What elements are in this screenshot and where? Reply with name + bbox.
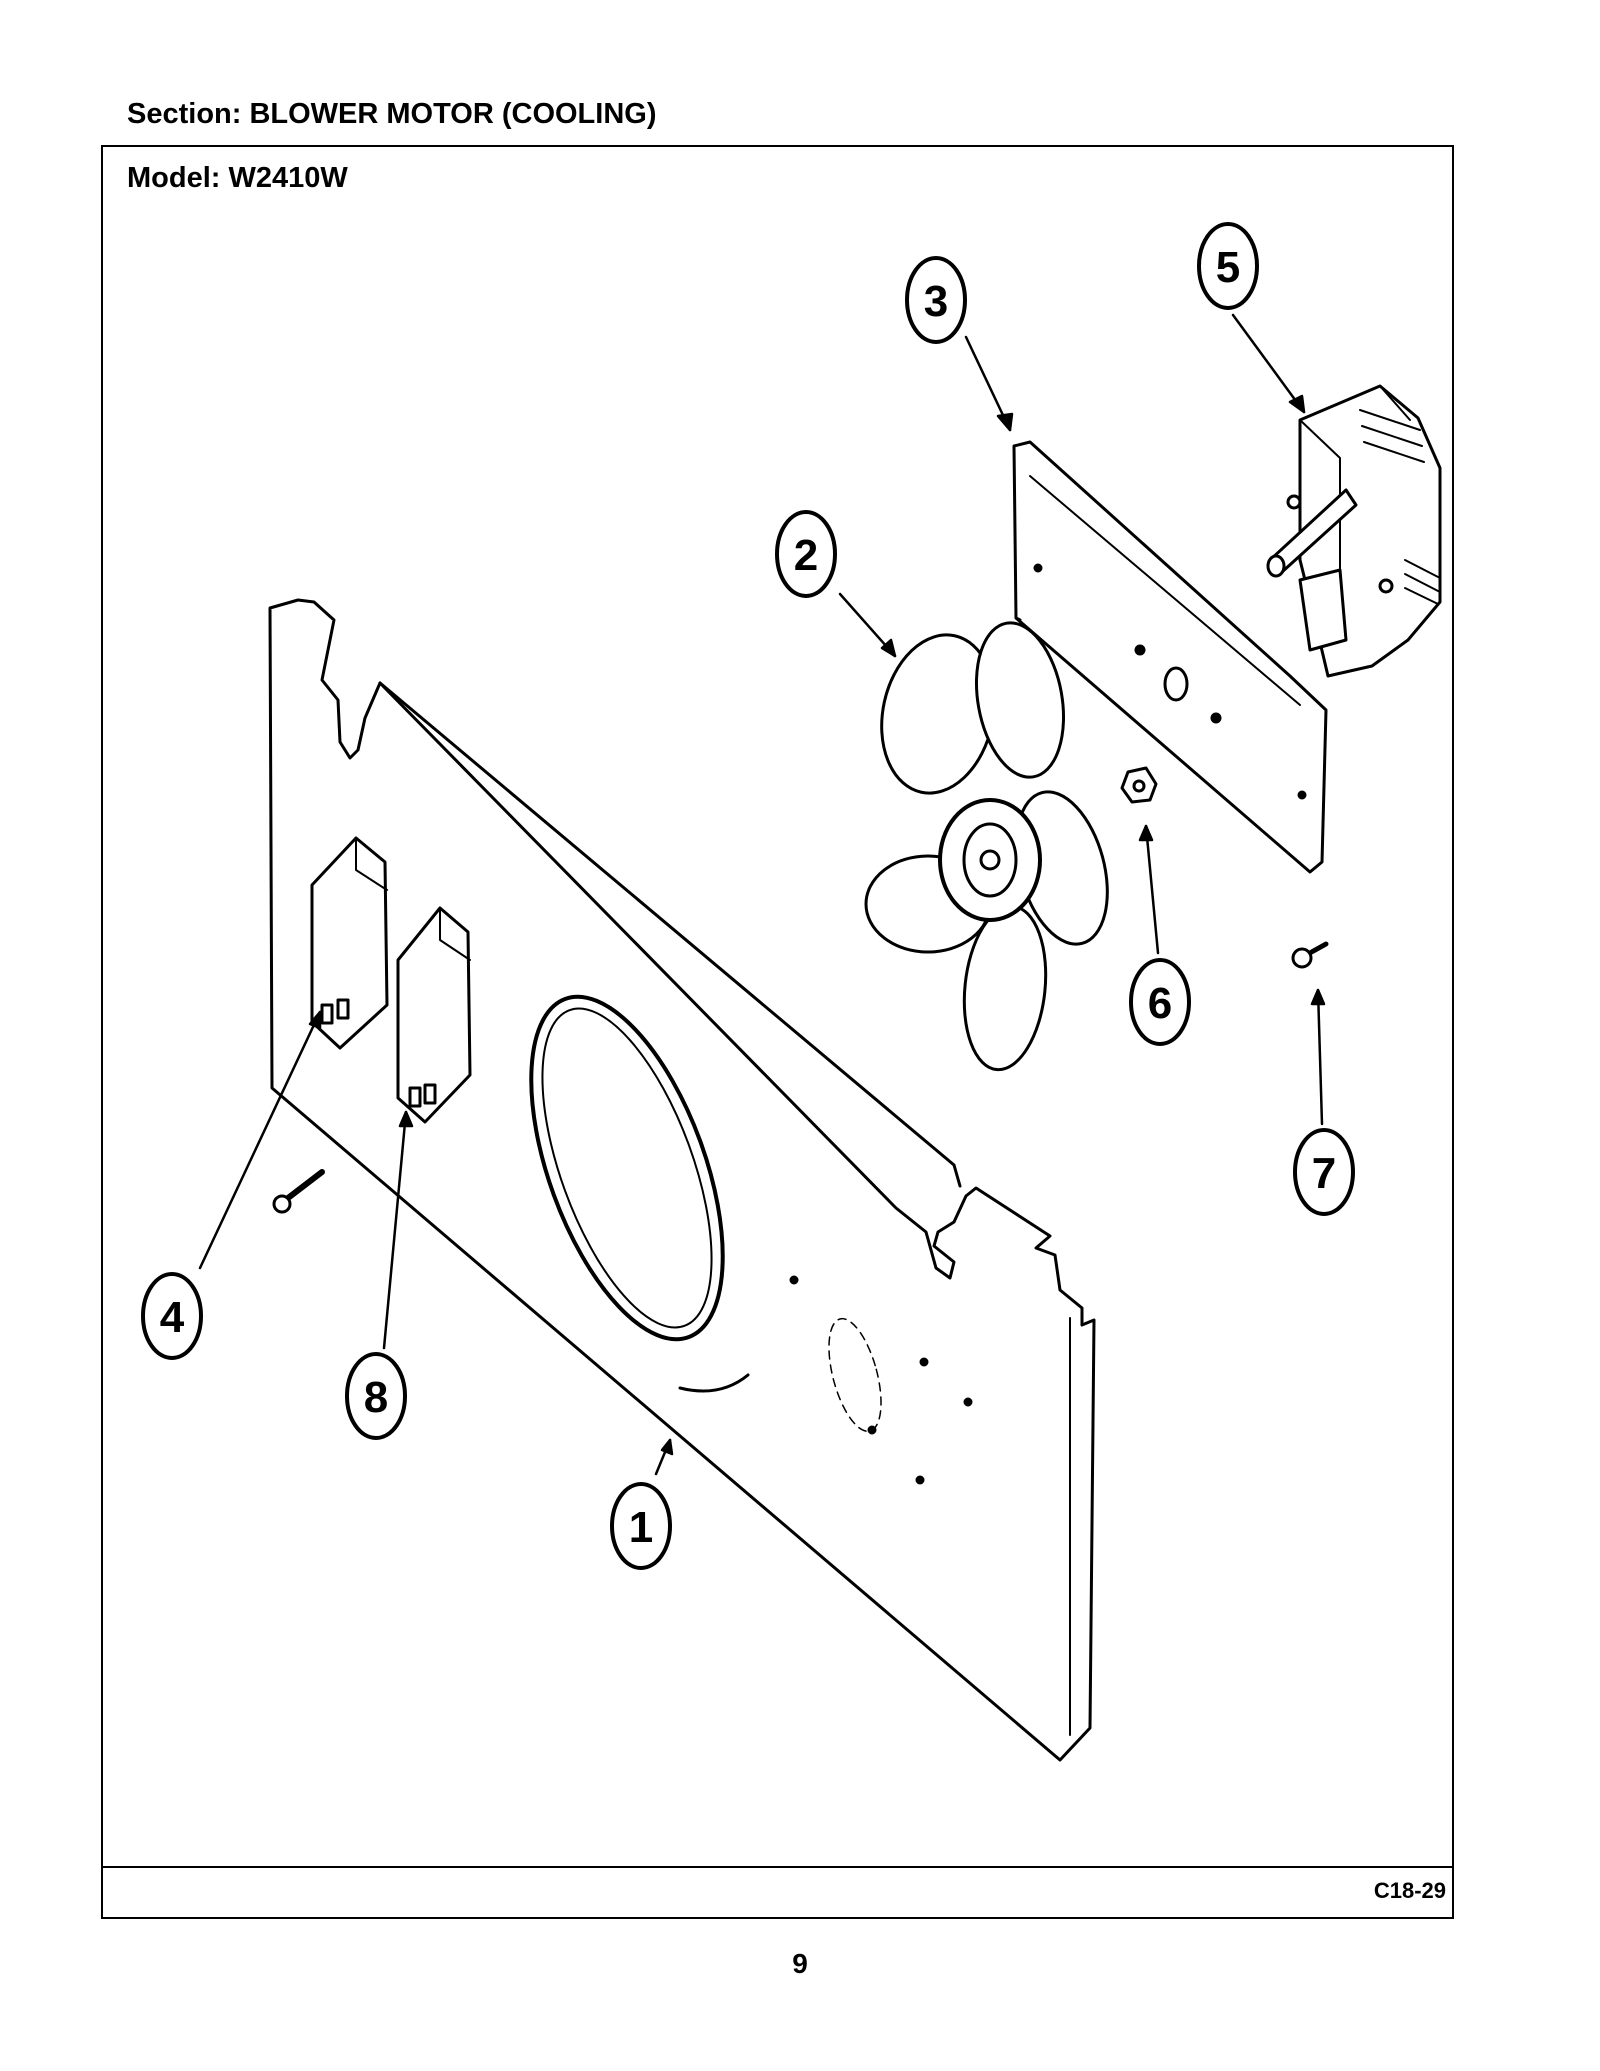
callout-6: 6: [1129, 958, 1191, 1046]
callout-label: 6: [1148, 979, 1172, 1028]
callout-label: 1: [629, 1503, 653, 1552]
diagram-frame: [101, 145, 1454, 1919]
motor-bracket-part: [1012, 440, 1328, 874]
callout-label: 3: [924, 277, 948, 326]
callout-4: 4: [141, 1272, 203, 1360]
callout-2: 2: [775, 510, 837, 598]
switch-part: [396, 906, 472, 1124]
callout-8: 8: [345, 1352, 407, 1440]
callout-label: 4: [160, 1293, 185, 1342]
leader-lines: [198, 313, 1326, 1476]
callout-7: 7: [1293, 1128, 1355, 1216]
diagram-code: C18-29: [1373, 1878, 1446, 1903]
callout-1: 1: [610, 1482, 672, 1570]
callout-label: 8: [364, 1373, 388, 1422]
callout-label: 7: [1312, 1149, 1336, 1198]
screw-part: [1291, 941, 1329, 969]
section-title: Section: BLOWER MOTOR (COOLING): [127, 98, 657, 130]
page-number: 9: [792, 1948, 808, 1979]
callout-3: 3: [905, 256, 967, 344]
callout-label: 2: [794, 531, 818, 580]
callout-5: 5: [1197, 222, 1259, 310]
screw-part: [272, 1169, 325, 1214]
model-title: Model: W2410W: [127, 162, 348, 194]
panel-part: [268, 598, 1096, 1762]
fan-blade-part: [864, 621, 1109, 1072]
callout-label: 5: [1216, 243, 1240, 292]
nut-part: [1120, 766, 1158, 804]
blower-motor-part: [1266, 384, 1442, 678]
footer-divider: [101, 1866, 1454, 1868]
